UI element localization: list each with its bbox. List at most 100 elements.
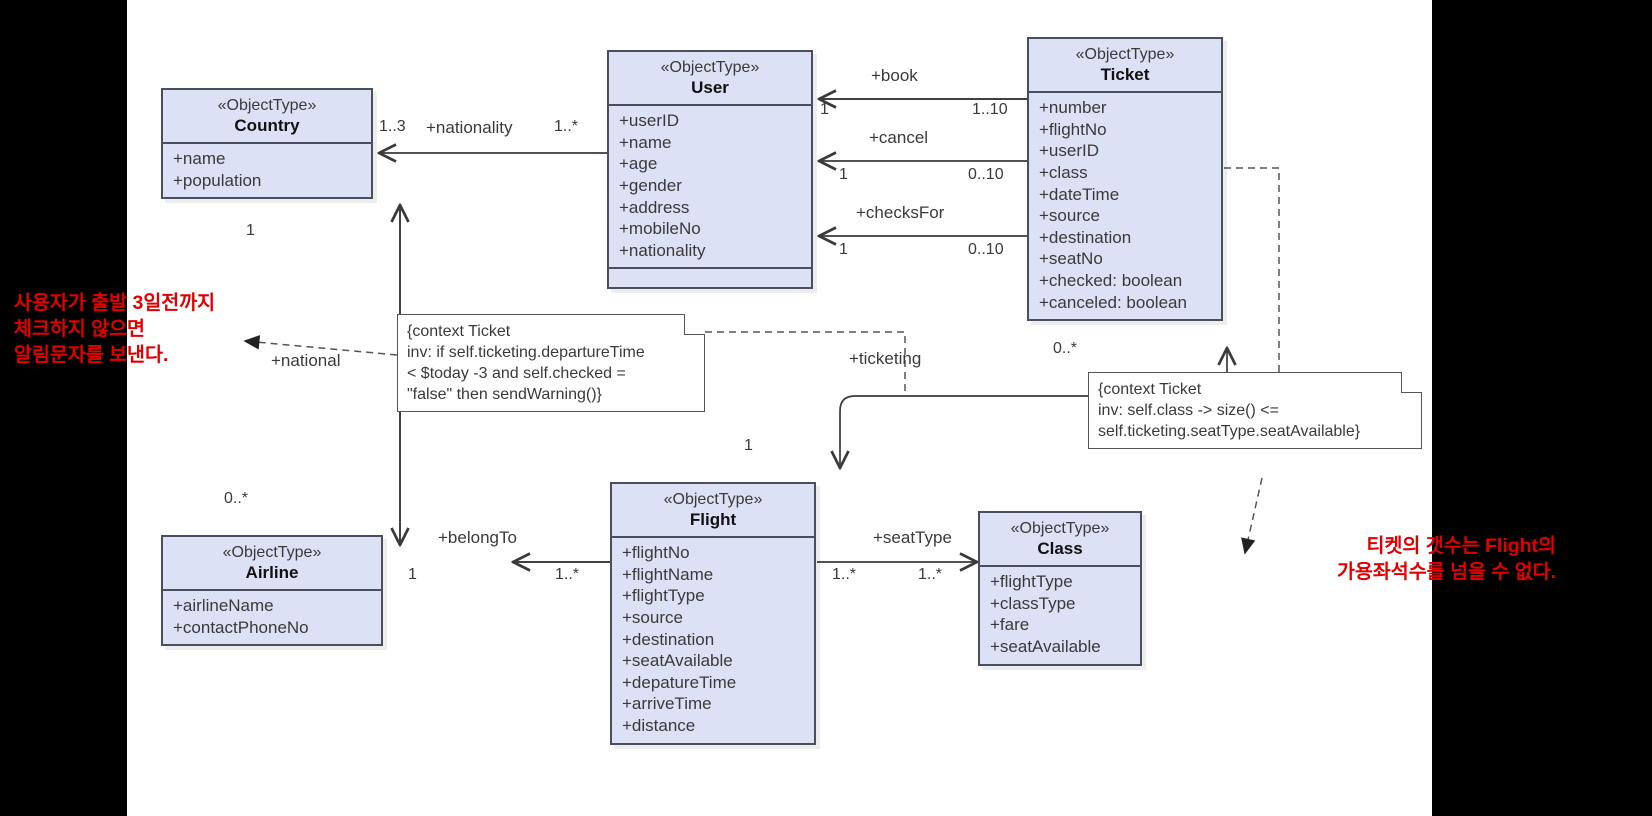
class-attributes-flight: +flightNo +flightName +flightType +sourc… [612,538,814,742]
multiplicity-book-user: 1 [820,101,829,118]
attribute: +userID [1039,141,1099,161]
attribute: +flightName [622,564,714,584]
attribute: +number [1039,98,1107,118]
class-header-country: «ObjectType» Country [163,90,371,145]
class-stereotype-flight: «ObjectType» [663,491,763,508]
note-dogear-icon [1401,372,1422,393]
class-header-ticket: «ObjectType» Ticket [1029,39,1221,94]
attribute: +destination [1039,227,1132,247]
association-label-national: +national [271,351,341,370]
annotation-line: 가용좌석수를 넘을 수 없다. [1336,561,1556,583]
association-label-checksfor: +checksFor [856,203,945,222]
class-attributes-ticket: +number +flightNo +userID +class +dateTi… [1029,93,1221,319]
note-line: inv: if self.ticketing.departureTime [407,344,645,361]
multiplicity-cancel-user: 1 [839,166,848,183]
ocl-note-seat[interactable]: {context Ticket inv: self.class -> size(… [1088,372,1422,449]
attribute: +canceled: boolean [1039,292,1187,312]
attribute: +age [619,154,658,174]
multiplicity-nationality-country: 1..3 [379,118,406,135]
multiplicity-checksfor-ticket: 0..10 [968,241,1004,258]
attribute: +contactPhoneNo [173,617,309,637]
multiplicity-belongto-flight: 1..* [555,566,580,583]
class-node-flight[interactable]: «ObjectType» Flight +flightNo +flightNam… [610,482,816,745]
attribute: +address [619,197,690,217]
class-stereotype-user: «ObjectType» [660,59,760,76]
association-label-cancel: +cancel [869,128,929,147]
class-name-airline: Airline [245,562,299,582]
attribute: +flightType [622,586,705,606]
class-node-user[interactable]: «ObjectType» User +userID +name +age +ge… [607,50,813,290]
multiplicity-ticketing-ticket: 0..* [1053,340,1078,357]
class-name-class: Class [1037,538,1083,558]
multiplicity-seattype-flight: 1..* [832,566,857,583]
annotation-line: 티켓의 갯수는 Flight의 [1366,535,1556,557]
association-label-seattype: +seatType [873,528,952,547]
attribute: +name [173,149,226,169]
class-node-airline[interactable]: «ObjectType» Airline +airlineName +conta… [161,535,383,647]
note-dogear-icon [684,314,705,335]
annotation-seat-korean: 티켓의 갯수는 Flight의 가용좌석수를 넘을 수 없다. [1337,533,1556,585]
attribute: +classType [990,593,1076,613]
attribute: +seatNo [1039,249,1103,269]
class-stereotype-airline: «ObjectType» [222,544,322,561]
association-label-book: +book [871,66,918,85]
class-name-ticket: Ticket [1100,64,1150,84]
diagram-canvas: «ObjectType» Country +name +population «… [127,0,1432,816]
attribute: +mobileNo [619,219,701,239]
attribute: +dateTime [1039,184,1120,204]
annotation-line: 체크하지 않으면 [14,318,145,340]
class-attributes-airline: +airlineName +contactPhoneNo [163,591,381,644]
class-stereotype-ticket: «ObjectType» [1075,46,1175,63]
multiplicity-book-ticket: 1..10 [972,101,1008,118]
multiplicity-seattype-class: 1..* [918,566,943,583]
attribute: +source [1039,206,1100,226]
class-header-airline: «ObjectType» Airline [163,537,381,592]
class-node-class[interactable]: «ObjectType» Class +flightType +classTyp… [978,511,1142,666]
multiplicity-nationality-user: 1..* [554,118,579,135]
attribute: +nationality [619,240,706,260]
class-node-country[interactable]: «ObjectType» Country +name +population [161,88,373,200]
annotation-line: 사용자가 출발 3일전까지 [14,292,216,314]
multiplicity-national-country: 1 [246,222,255,239]
class-name-user: User [691,77,729,97]
ocl-note-warning[interactable]: {context Ticket inv: if self.ticketing.d… [397,314,705,412]
annotation-warning-korean: 사용자가 출발 3일전까지 체크하지 않으면 알림문자를 보낸다. [14,290,215,368]
attribute: +arriveTime [622,694,712,714]
class-node-ticket[interactable]: «ObjectType» Ticket +number +flightNo +u… [1027,37,1223,322]
class-stereotype-country: «ObjectType» [217,97,317,114]
attribute: +checked: boolean [1039,271,1183,290]
note-line: inv: self.class -> size() <= [1098,402,1279,419]
note-line: < $today -3 and self.checked = [407,365,626,382]
attribute: +userID [619,111,679,131]
class-name-country: Country [234,115,300,135]
attribute: +flightNo [622,543,690,563]
class-operations-user [609,267,811,287]
attribute: +seatAvailable [622,651,733,671]
multiplicity-national-airline: 0..* [224,490,249,507]
class-name-flight: Flight [689,509,737,529]
association-label-belongto: +belongTo [438,528,517,547]
note-line: self.ticketing.seatType.seatAvailable} [1098,423,1361,440]
class-header-class: «ObjectType» Class [980,513,1140,568]
note-line: {context Ticket [1098,381,1202,398]
attribute: +destination [622,629,715,649]
attribute: +flightNo [1039,119,1107,139]
attribute: +name [619,132,672,152]
class-header-flight: «ObjectType» Flight [612,484,814,539]
association-label-ticketing: +ticketing [849,349,922,368]
annotation-line: 알림문자를 보낸다. [14,344,169,366]
attribute: +gender [619,176,682,196]
attribute: +fare [990,615,1030,635]
attribute: +airlineName [173,596,274,616]
multiplicity-cancel-ticket: 0..10 [968,166,1004,183]
class-attributes-user: +userID +name +age +gender +address +mob… [609,106,811,267]
class-attributes-country: +name +population [163,144,371,197]
association-label-nationality: +nationality [426,118,513,137]
attribute: +seatAvailable [990,637,1101,657]
note-line: {context Ticket [407,323,511,340]
class-stereotype-class: «ObjectType» [1010,520,1110,537]
attribute: +distance [622,716,696,735]
class-header-user: «ObjectType» User [609,52,811,107]
attribute: +flightType [990,572,1073,592]
